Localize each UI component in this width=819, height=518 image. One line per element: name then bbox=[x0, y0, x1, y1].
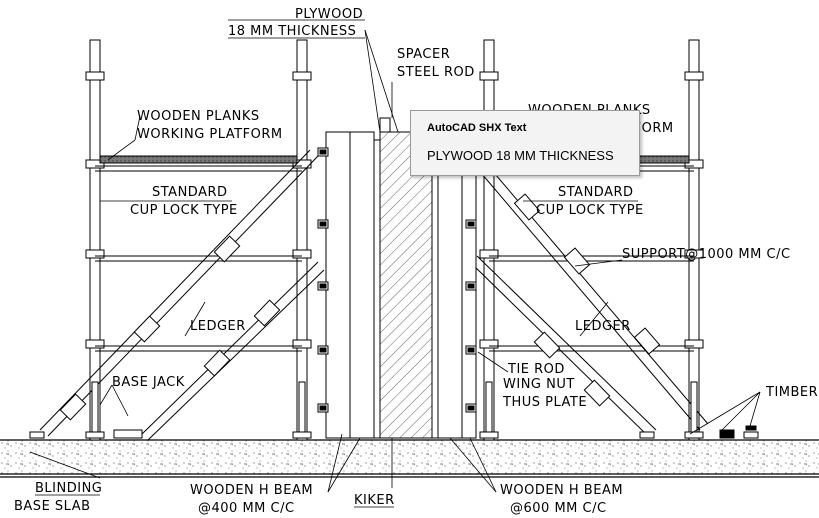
label-tie-rod: TIE ROD bbox=[507, 362, 565, 377]
label-standard-left: STANDARD bbox=[152, 185, 228, 200]
timber-wedges bbox=[719, 425, 757, 439]
label-standard-right: STANDARD bbox=[558, 185, 634, 200]
drawing-labels: PLYWOOD 18 MM THICKNESS SPACER STEEL ROD… bbox=[14, 7, 818, 516]
label-wing-nut: WING NUT bbox=[503, 377, 575, 392]
label-blinding: BLINDING bbox=[35, 481, 102, 496]
label-thus-plate: THUS PLATE bbox=[502, 395, 587, 410]
ground-slab bbox=[0, 439, 819, 478]
label-h-beam-400: WOODEN H BEAM bbox=[190, 483, 313, 498]
label-cup-lock-left: CUP LOCK TYPE bbox=[130, 203, 238, 218]
leader-lines bbox=[29, 19, 761, 493]
label-ledger-right: LEDGER bbox=[575, 319, 631, 334]
label-plywood: PLYWOOD bbox=[295, 7, 363, 22]
base-jacks bbox=[29, 381, 759, 439]
label-steel-rod: STEEL ROD bbox=[397, 65, 475, 80]
diagonal-supports bbox=[39, 149, 709, 441]
shx-text-tooltip: AutoCAD SHX Text PLYWOOD 18 MM THICKNESS bbox=[410, 110, 640, 176]
label-ledger-left: LEDGER bbox=[190, 319, 246, 334]
label-cup-lock-right: CUP LOCK TYPE bbox=[536, 203, 644, 218]
label-underlines bbox=[35, 494, 394, 508]
label-base-slab: BASE SLAB bbox=[14, 499, 91, 514]
scaffold-standards bbox=[85, 39, 704, 441]
label-timber: TIMBER bbox=[765, 385, 818, 400]
tooltip-title: AutoCAD SHX Text bbox=[427, 122, 527, 134]
label-base-jack: BASE JACK bbox=[112, 375, 185, 390]
label-spacer: SPACER bbox=[397, 47, 450, 62]
scaffold-ledgers bbox=[95, 165, 694, 352]
label-kiker: KIKER bbox=[354, 493, 395, 508]
label-h-beam-600: WOODEN H BEAM bbox=[500, 483, 623, 498]
tooltip-body: PLYWOOD 18 MM THICKNESS bbox=[427, 148, 614, 163]
label-working-platform-left: WORKING PLATFORM bbox=[137, 127, 283, 142]
label-support: SUPPORT@1000 MM C/C bbox=[622, 247, 791, 262]
label-plywood-thickness: 18 MM THICKNESS bbox=[228, 24, 356, 39]
label-wooden-planks-left: WOODEN PLANKS bbox=[137, 109, 260, 124]
label-h-beam-400-spacing: @400 MM C/C bbox=[198, 501, 295, 516]
label-h-beam-600-spacing: @600 MM C/C bbox=[510, 501, 607, 516]
